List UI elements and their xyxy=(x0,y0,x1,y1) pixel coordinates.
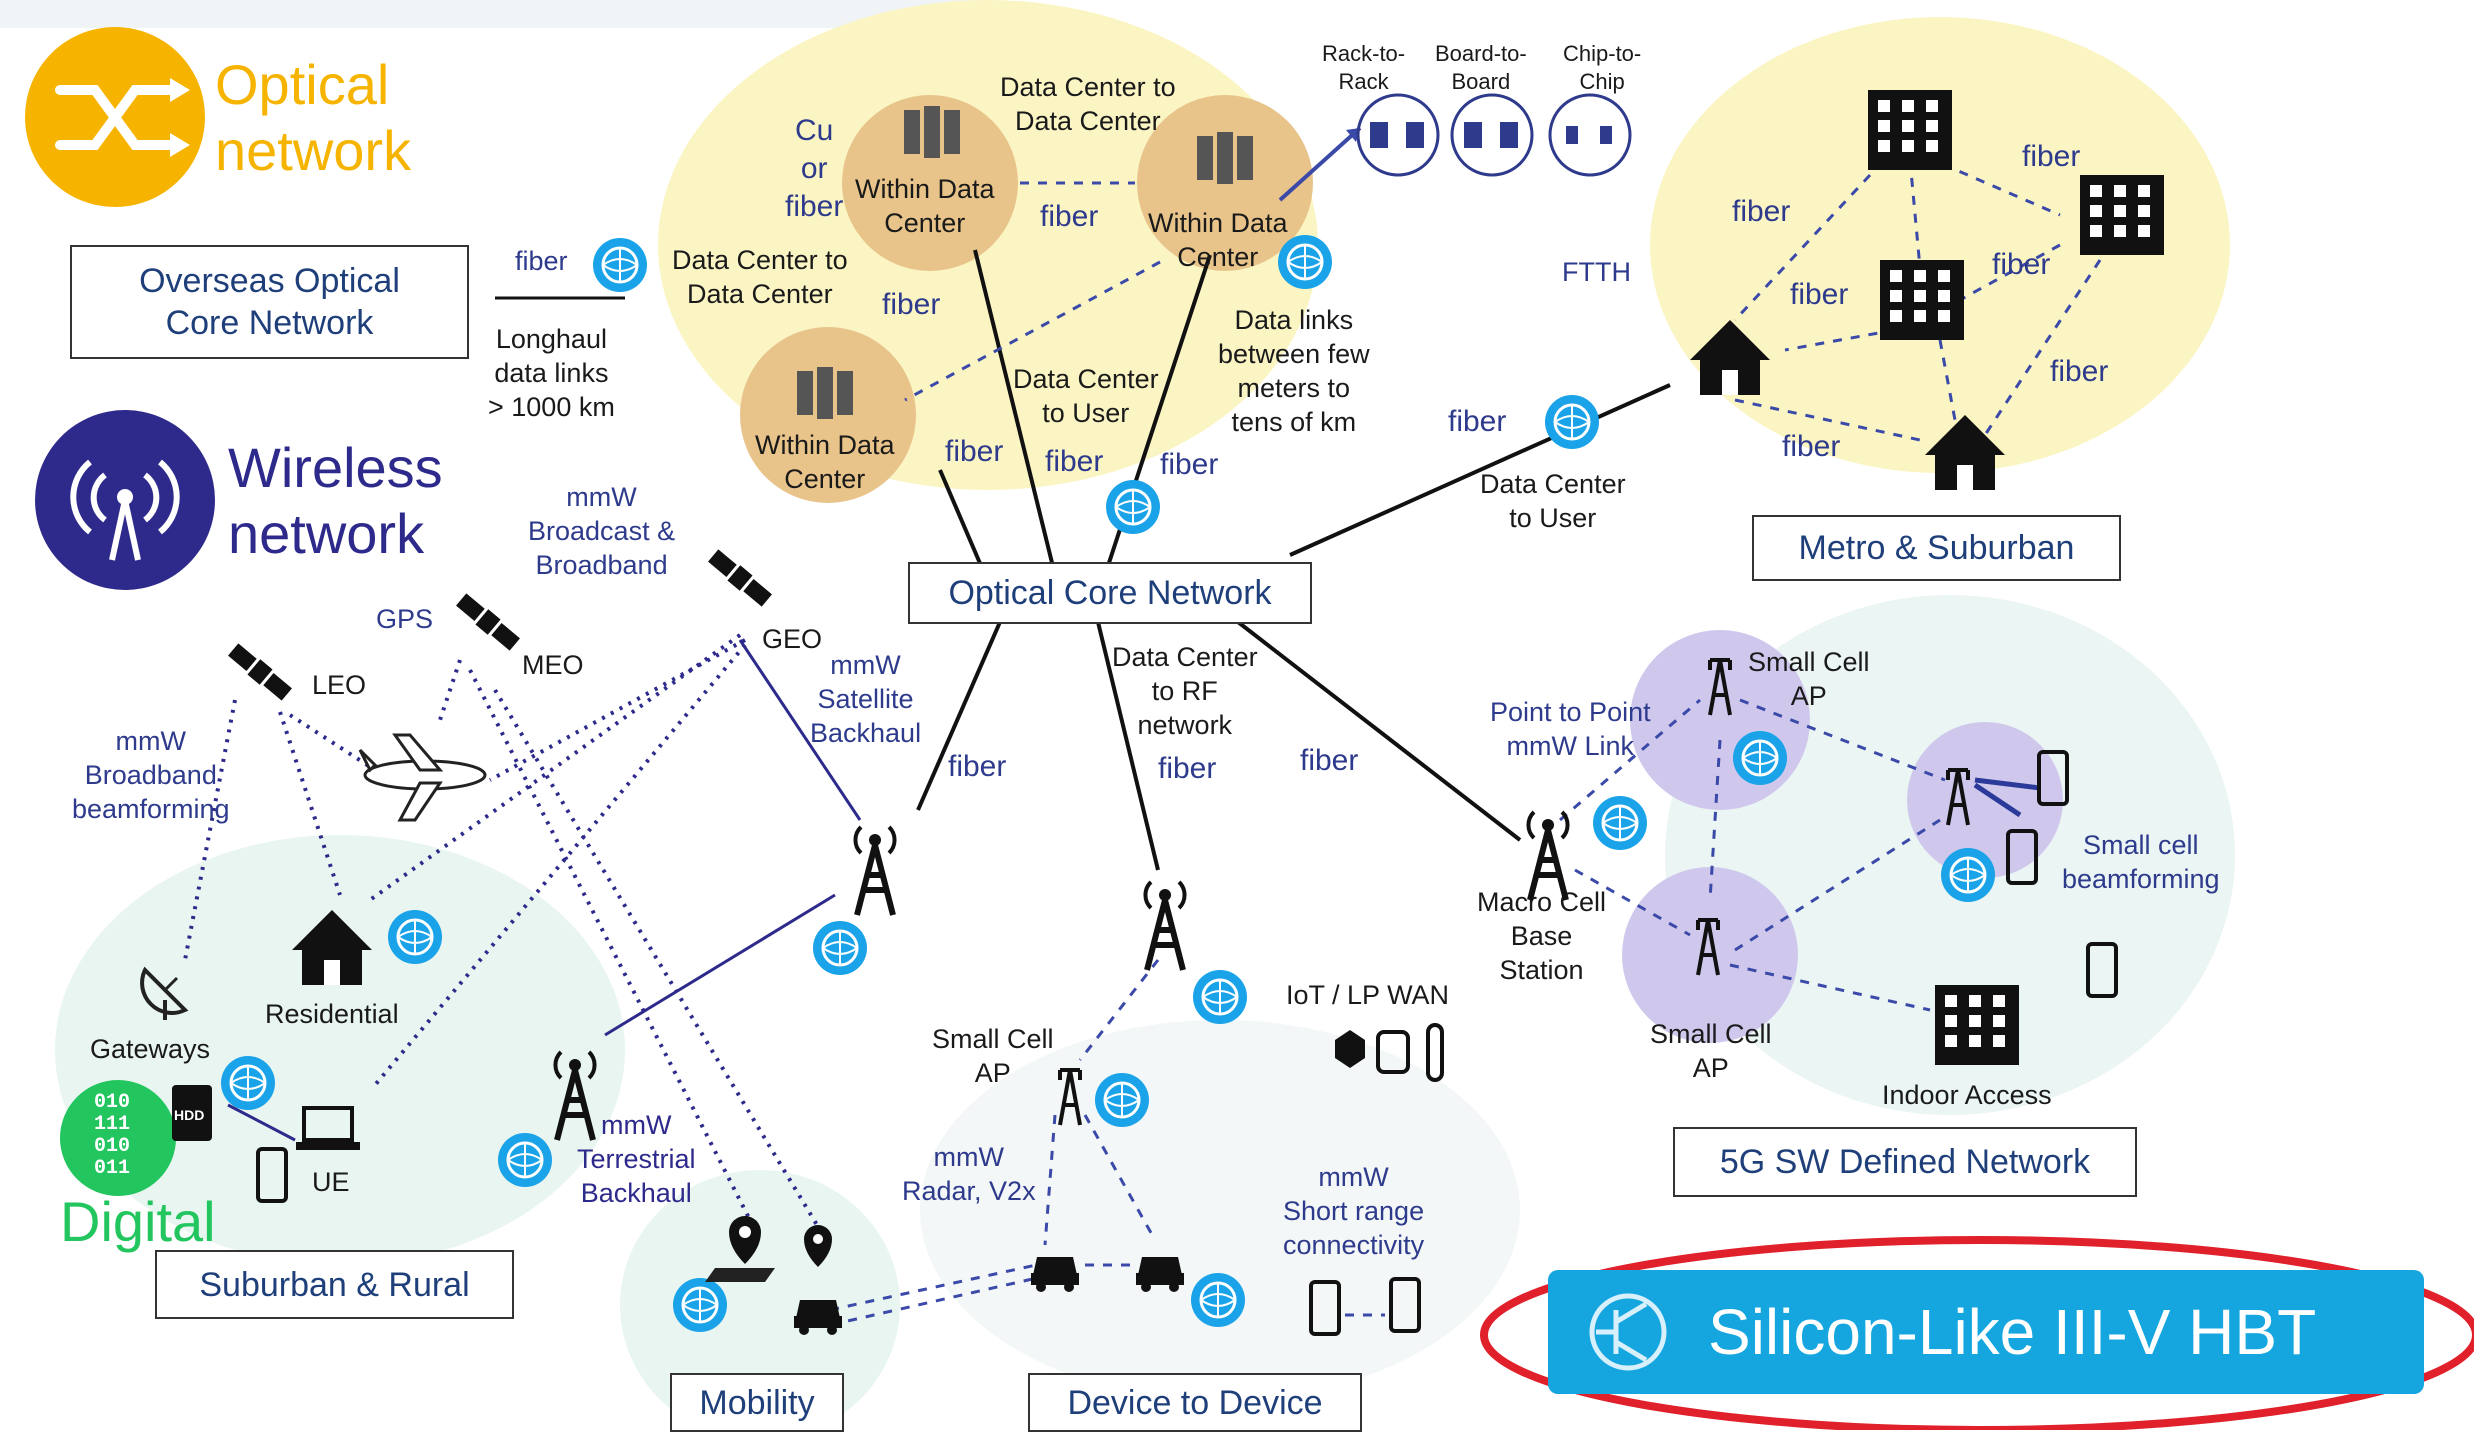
ue-label: UE xyxy=(312,1167,350,1197)
dc-to-dc-left-label: Data Center to Data Center xyxy=(672,245,848,309)
core-fiber-user: fiber xyxy=(1448,405,1507,438)
chip-label: Chip-to- Chip xyxy=(1563,41,1642,94)
suburban-region xyxy=(55,835,625,1265)
dc-fiber-e: fiber xyxy=(1160,448,1219,481)
digital-circle xyxy=(60,1080,176,1196)
metro-fiber-4: fiber xyxy=(1790,278,1849,311)
within-dc-2: Within Data Center xyxy=(1148,208,1288,272)
gps-label: GPS xyxy=(376,604,434,634)
data-links-label: Data links between few meters to tens of… xyxy=(1218,305,1370,437)
small-cell-ap-device: Small Cell AP xyxy=(932,1024,1054,1088)
meo-label: MEO xyxy=(522,650,584,680)
dc-arrow xyxy=(1278,126,1362,202)
metro-fiber-2: fiber xyxy=(1732,195,1791,228)
core-fiber-2: fiber xyxy=(1158,752,1217,785)
board-label: Board-to- Board xyxy=(1435,41,1527,94)
iot-label: IoT / LP WAN xyxy=(1286,980,1450,1010)
within-dc-3: Within Data Center xyxy=(755,430,895,494)
mobility-box: Mobility xyxy=(670,1373,844,1432)
small-cell-top-label: Small Cell AP xyxy=(1748,647,1870,711)
optical-core-box[interactable]: Optical Core Network xyxy=(908,562,1312,624)
dc-fiber-a: fiber xyxy=(1040,200,1099,233)
wireless-dotted-links xyxy=(183,633,822,1232)
dc-fiber-b: fiber xyxy=(882,288,941,321)
small-cell-bf-label: Small cell beamforming xyxy=(2062,830,2220,894)
fiveg-box: 5G SW Defined Network xyxy=(1673,1127,2137,1197)
metro-dashed-links xyxy=(1733,148,2102,442)
metro-fiber-3: fiber xyxy=(1992,248,2051,281)
residential-label: Residential xyxy=(265,999,399,1029)
digital-title: Digital xyxy=(60,1190,216,1253)
metro-fiber-5: fiber xyxy=(2050,355,2109,388)
fiveg-dashed-links xyxy=(1559,698,1946,1012)
cell-bubble-right xyxy=(1907,722,2063,878)
within-dc-1: Within Data Center xyxy=(855,174,995,238)
p2p-label: Point to Point mmW Link xyxy=(1490,697,1651,761)
mmw-radar-label: mmW Radar, V2x xyxy=(902,1142,1036,1206)
transistor-icon xyxy=(1589,1293,1667,1371)
dc-bubble-1 xyxy=(842,95,1018,271)
small-cell-bottom-label: Small Cell AP xyxy=(1650,1019,1772,1083)
cu-or-fiber-label: Cu or fiber xyxy=(785,114,844,223)
rack-label: Rack-to- Rack xyxy=(1322,41,1406,94)
dc-to-user-label: Data Center to User xyxy=(1013,364,1159,428)
macro-cell-label: Macro Cell Base Station xyxy=(1477,887,1607,985)
dc-fiber-d: fiber xyxy=(1045,445,1104,478)
device-to-device-box: Device to Device xyxy=(1028,1373,1362,1432)
fiber-label-legend: fiber xyxy=(515,246,568,276)
overseas-core-box: Overseas Optical Core Network xyxy=(70,245,469,359)
hbt-label: Silicon-Like III-V HBT xyxy=(1708,1296,2317,1368)
mmw-satellite-label: mmW Satellite Backhaul xyxy=(810,650,922,748)
metro-suburban-box: Metro & Suburban xyxy=(1752,515,2121,581)
mmw-beamforming-label: mmW Broadband beamforming xyxy=(72,726,230,824)
beamforming-lines xyxy=(1973,777,2041,818)
hbt-highlight-button[interactable]: Silicon-Like III-V HBT xyxy=(1548,1270,2424,1394)
mmw-terrestrial-label: mmW Terrestrial Backhaul xyxy=(577,1110,696,1208)
gateways-label: Gateways xyxy=(90,1034,211,1064)
digital-bits: 010 111 010 011 xyxy=(94,1091,131,1180)
highlight-ring xyxy=(1480,1236,2474,1430)
mmw-short-label: mmW Short range connectivity xyxy=(1283,1162,1425,1260)
ftth-label: FTTH xyxy=(1562,257,1631,287)
device-dashed-links xyxy=(829,959,1385,1327)
mmw-broadcast-label: mmW Broadcast & Broadband xyxy=(528,482,676,580)
geo-label: GEO xyxy=(762,624,823,654)
indoor-access-label: Indoor Access xyxy=(1882,1080,2052,1110)
hdd-label: HDD xyxy=(174,1107,205,1123)
leo-label: LEO xyxy=(312,670,367,700)
metro-fiber-1: fiber xyxy=(2022,140,2081,173)
longhaul-label: Longhaul data links > 1000 km xyxy=(488,324,615,422)
core-fiber-1: fiber xyxy=(948,750,1007,783)
hdd-icon xyxy=(172,1085,212,1141)
dc-dashed-links xyxy=(904,181,1161,402)
core-fiber-3: fiber xyxy=(1300,744,1359,777)
suburban-rural-box: Suburban & Rural xyxy=(155,1250,514,1319)
metro-fiber-6: fiber xyxy=(1782,430,1841,463)
optical-title: Optical network xyxy=(215,53,412,182)
dc-to-dc-top-label: Data Center to Data Center xyxy=(1000,72,1176,136)
metro-region xyxy=(1650,17,2230,473)
dc-to-rf-label: Data Center to RF network xyxy=(1112,642,1258,740)
wireless-title: Wireless network xyxy=(228,436,443,565)
header-strip xyxy=(0,0,1000,28)
dc-fiber-c: fiber xyxy=(945,435,1004,468)
dc-to-user2-label: Data Center to User xyxy=(1480,469,1626,533)
